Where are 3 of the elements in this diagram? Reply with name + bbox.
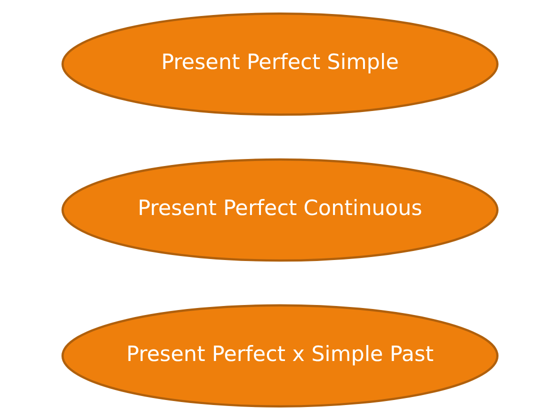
node-ellipse: Present Perfect x Simple Past bbox=[61, 304, 499, 408]
node-ellipse: Present Perfect Simple bbox=[61, 12, 499, 116]
node-ellipse: Present Perfect Continuous bbox=[61, 158, 499, 262]
